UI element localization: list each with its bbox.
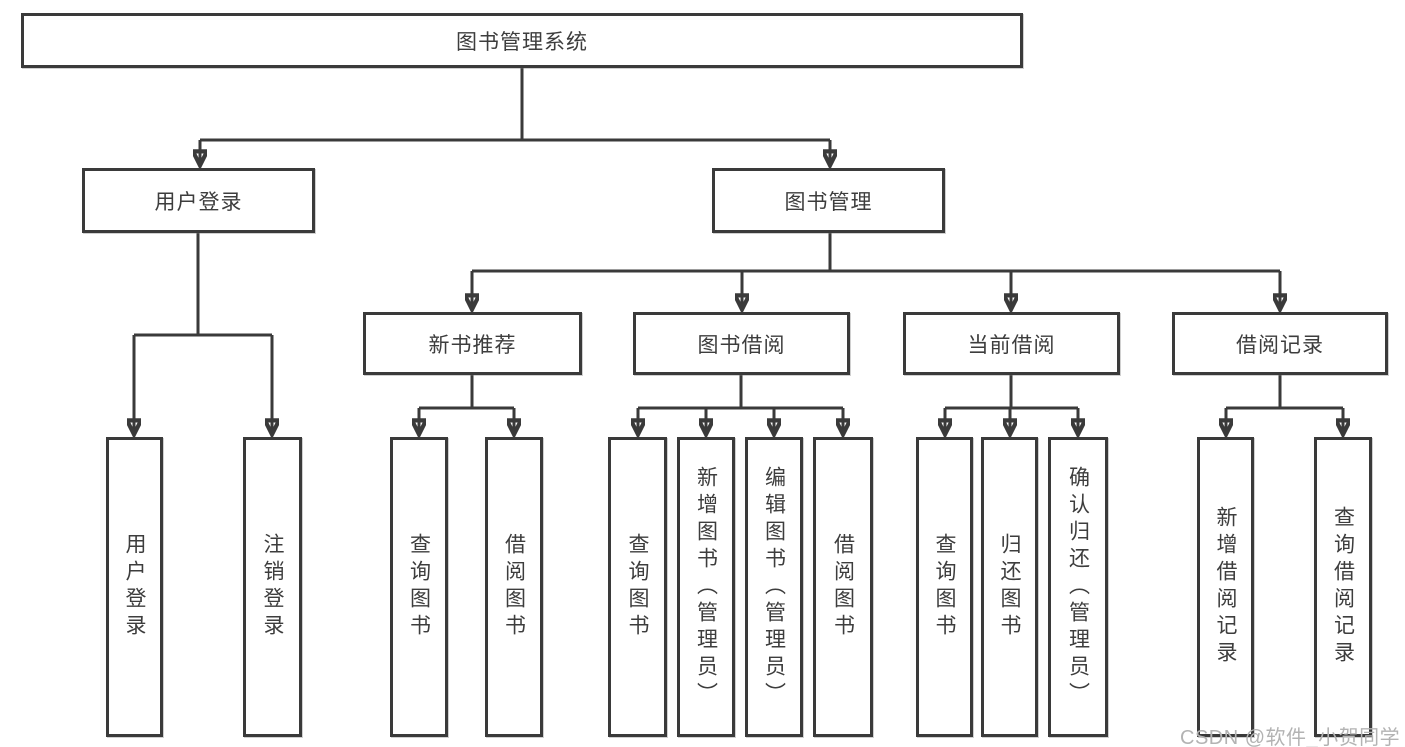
csdn-watermark: CSDN @软件_小贺同学 bbox=[1180, 727, 1401, 747]
leaf-user-login: 用户登录 bbox=[106, 437, 163, 737]
leaf-confirm-return-admin: 确认归还（管理员） bbox=[1048, 437, 1108, 737]
leaf-edit-books-admin: 编辑图书（管理员） bbox=[745, 437, 803, 737]
node-root-system: 图书管理系统 bbox=[21, 13, 1023, 68]
node-current-borrowing: 当前借阅 bbox=[903, 312, 1120, 375]
node-user-login: 用户登录 bbox=[82, 168, 315, 233]
leaf-query-books: 查询图书 bbox=[916, 437, 973, 737]
node-book-borrowing: 图书借阅 bbox=[633, 312, 850, 375]
leaf-add-books-admin: 新增图书（管理员） bbox=[677, 437, 735, 737]
node-borrowing-records: 借阅记录 bbox=[1172, 312, 1388, 375]
leaf-query-borrow-record: 查询借阅记录 bbox=[1314, 437, 1372, 737]
leaf-return-books: 归还图书 bbox=[981, 437, 1038, 737]
leaf-borrow-books: 借阅图书 bbox=[813, 437, 873, 737]
leaf-logout: 注销登录 bbox=[243, 437, 302, 737]
leaf-borrow-books: 借阅图书 bbox=[485, 437, 543, 737]
leaf-query-books: 查询图书 bbox=[608, 437, 667, 737]
node-book-management: 图书管理 bbox=[712, 168, 945, 233]
node-new-book-recommendation: 新书推荐 bbox=[363, 312, 582, 375]
leaf-add-borrow-record: 新增借阅记录 bbox=[1197, 437, 1254, 737]
leaf-query-books: 查询图书 bbox=[390, 437, 448, 737]
